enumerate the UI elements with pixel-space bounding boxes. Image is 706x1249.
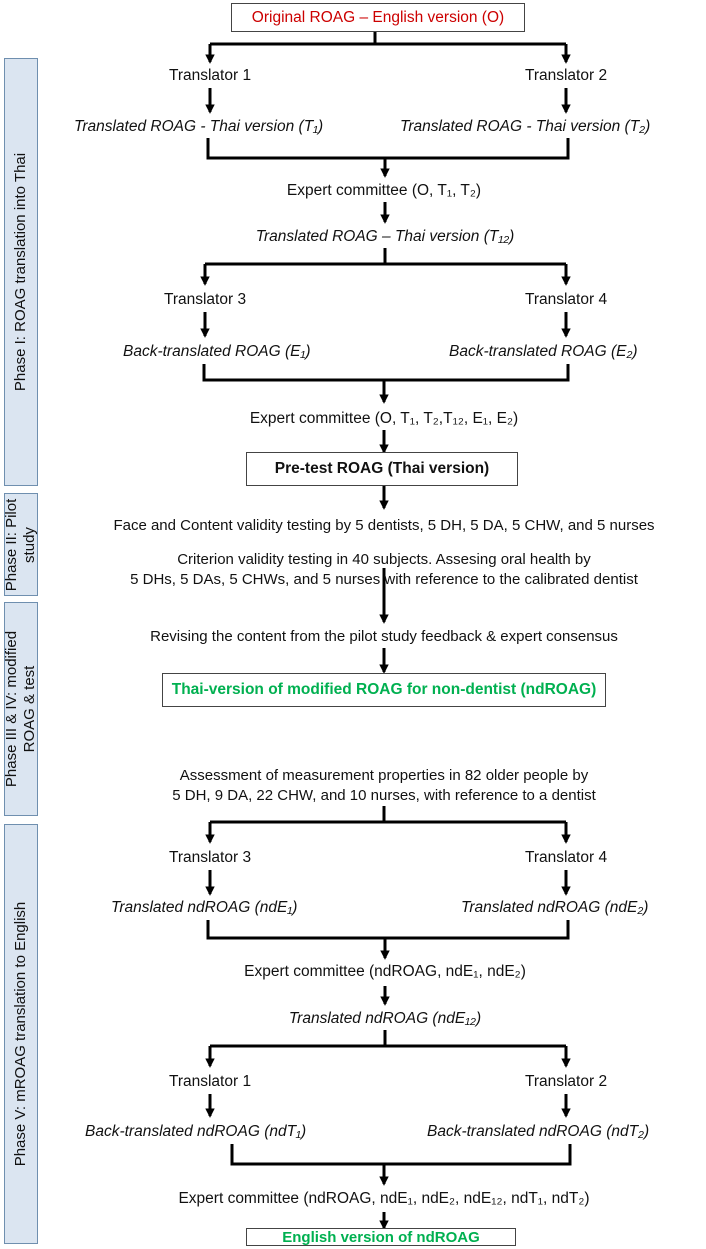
revising-content-label: Revising the content from the pilot stud…: [150, 628, 618, 645]
translator-4-label: Translator 4: [524, 291, 608, 308]
expert-committee-2-label: Expert committee (O, T₁, T₂,T₁₂, E₁, E₂): [249, 410, 519, 427]
ndt1-label: Back-translated ndROAG (ndT₁): [85, 1123, 307, 1140]
t1-label: Translated ROAG - Thai version (T₁): [74, 118, 324, 135]
nde1-label: Translated ndROAG (ndE₁): [111, 899, 298, 916]
phase-2-panel: Phase II: Pilot study: [3, 493, 38, 596]
e1-label: Back-translated ROAG (E₁): [123, 343, 311, 360]
translator-2-label: Translator 2: [524, 67, 608, 84]
merge-bracket: [206, 920, 570, 940]
criterion-validity-label-1: Criterion validity testing in 40 subject…: [177, 551, 591, 568]
phase-3-panel: Phase III & IV: modified ROAG & test: [3, 602, 38, 816]
e2-label: Back-translated ROAG (E₂): [449, 343, 638, 360]
t12-label: Translated ROAG – Thai version (T₁₂): [255, 228, 515, 245]
assessment-label-2: 5 DH, 9 DA, 22 CHW, and 10 nurses, with …: [172, 787, 596, 804]
nde2-label: Translated ndROAG (ndE₂): [461, 899, 649, 916]
nde12-label: Translated ndROAG (ndE₁₂): [288, 1010, 482, 1027]
translator-1-label-p5: Translator 1: [168, 1073, 252, 1090]
original-roag-label: Original ROAG – English version (O): [251, 8, 505, 26]
english-ndroag-box: English version of ndROAG: [246, 1228, 516, 1246]
phase-1-panel: Phase I: ROAG translation into Thai: [4, 58, 38, 486]
pretest-roag-label: Pre-test ROAG (Thai version): [274, 460, 490, 477]
phase-5-label: Phase V: mROAG translation to English: [12, 901, 29, 1167]
phase-5-panel: Phase V: mROAG translation to English: [4, 824, 38, 1244]
translator-1-label: Translator 1: [168, 67, 252, 84]
t2-label: Translated ROAG - Thai version (T₂): [400, 118, 651, 135]
merge-bracket: [206, 138, 570, 160]
original-roag-box: Original ROAG – English version (O): [231, 3, 525, 32]
ndroag-label: Thai-version of modified ROAG for non-de…: [171, 681, 597, 698]
phase-2-label: Phase II: Pilot study: [3, 498, 38, 591]
phase-1-label: Phase I: ROAG translation into Thai: [12, 152, 29, 392]
expert-committee-4-label: Expert committee (ndROAG, ndE₁, ndE₂, nd…: [178, 1190, 590, 1207]
expert-committee-1-label: Expert committee (O, T₁, T₂): [286, 182, 482, 199]
merge-bracket: [230, 1144, 572, 1166]
face-content-validity-label: Face and Content validity testing by 5 d…: [113, 517, 655, 534]
ndt2-label: Back-translated ndROAG (ndT₂): [427, 1123, 650, 1140]
expert-committee-3-label: Expert committee (ndROAG, ndE₁, ndE₂): [244, 963, 526, 980]
ndroag-box: Thai-version of modified ROAG for non-de…: [162, 673, 606, 707]
translator-2-label-p5: Translator 2: [524, 1073, 608, 1090]
translator-4-label-p5: Translator 4: [524, 849, 608, 866]
translator-3-label: Translator 3: [163, 291, 247, 308]
phase-3-label: Phase III & IV: modified ROAG & test: [3, 630, 38, 788]
merge-bracket: [202, 364, 570, 382]
assessment-label-1: Assessment of measurement properties in …: [179, 767, 589, 784]
english-ndroag-label: English version of ndROAG: [282, 1228, 480, 1246]
translator-3-label-p5: Translator 3: [168, 849, 252, 866]
pretest-roag-box: Pre-test ROAG (Thai version): [246, 452, 518, 486]
criterion-validity-label-2: 5 DHs, 5 DAs, 5 CHWs, and 5 nurses with …: [130, 571, 638, 588]
